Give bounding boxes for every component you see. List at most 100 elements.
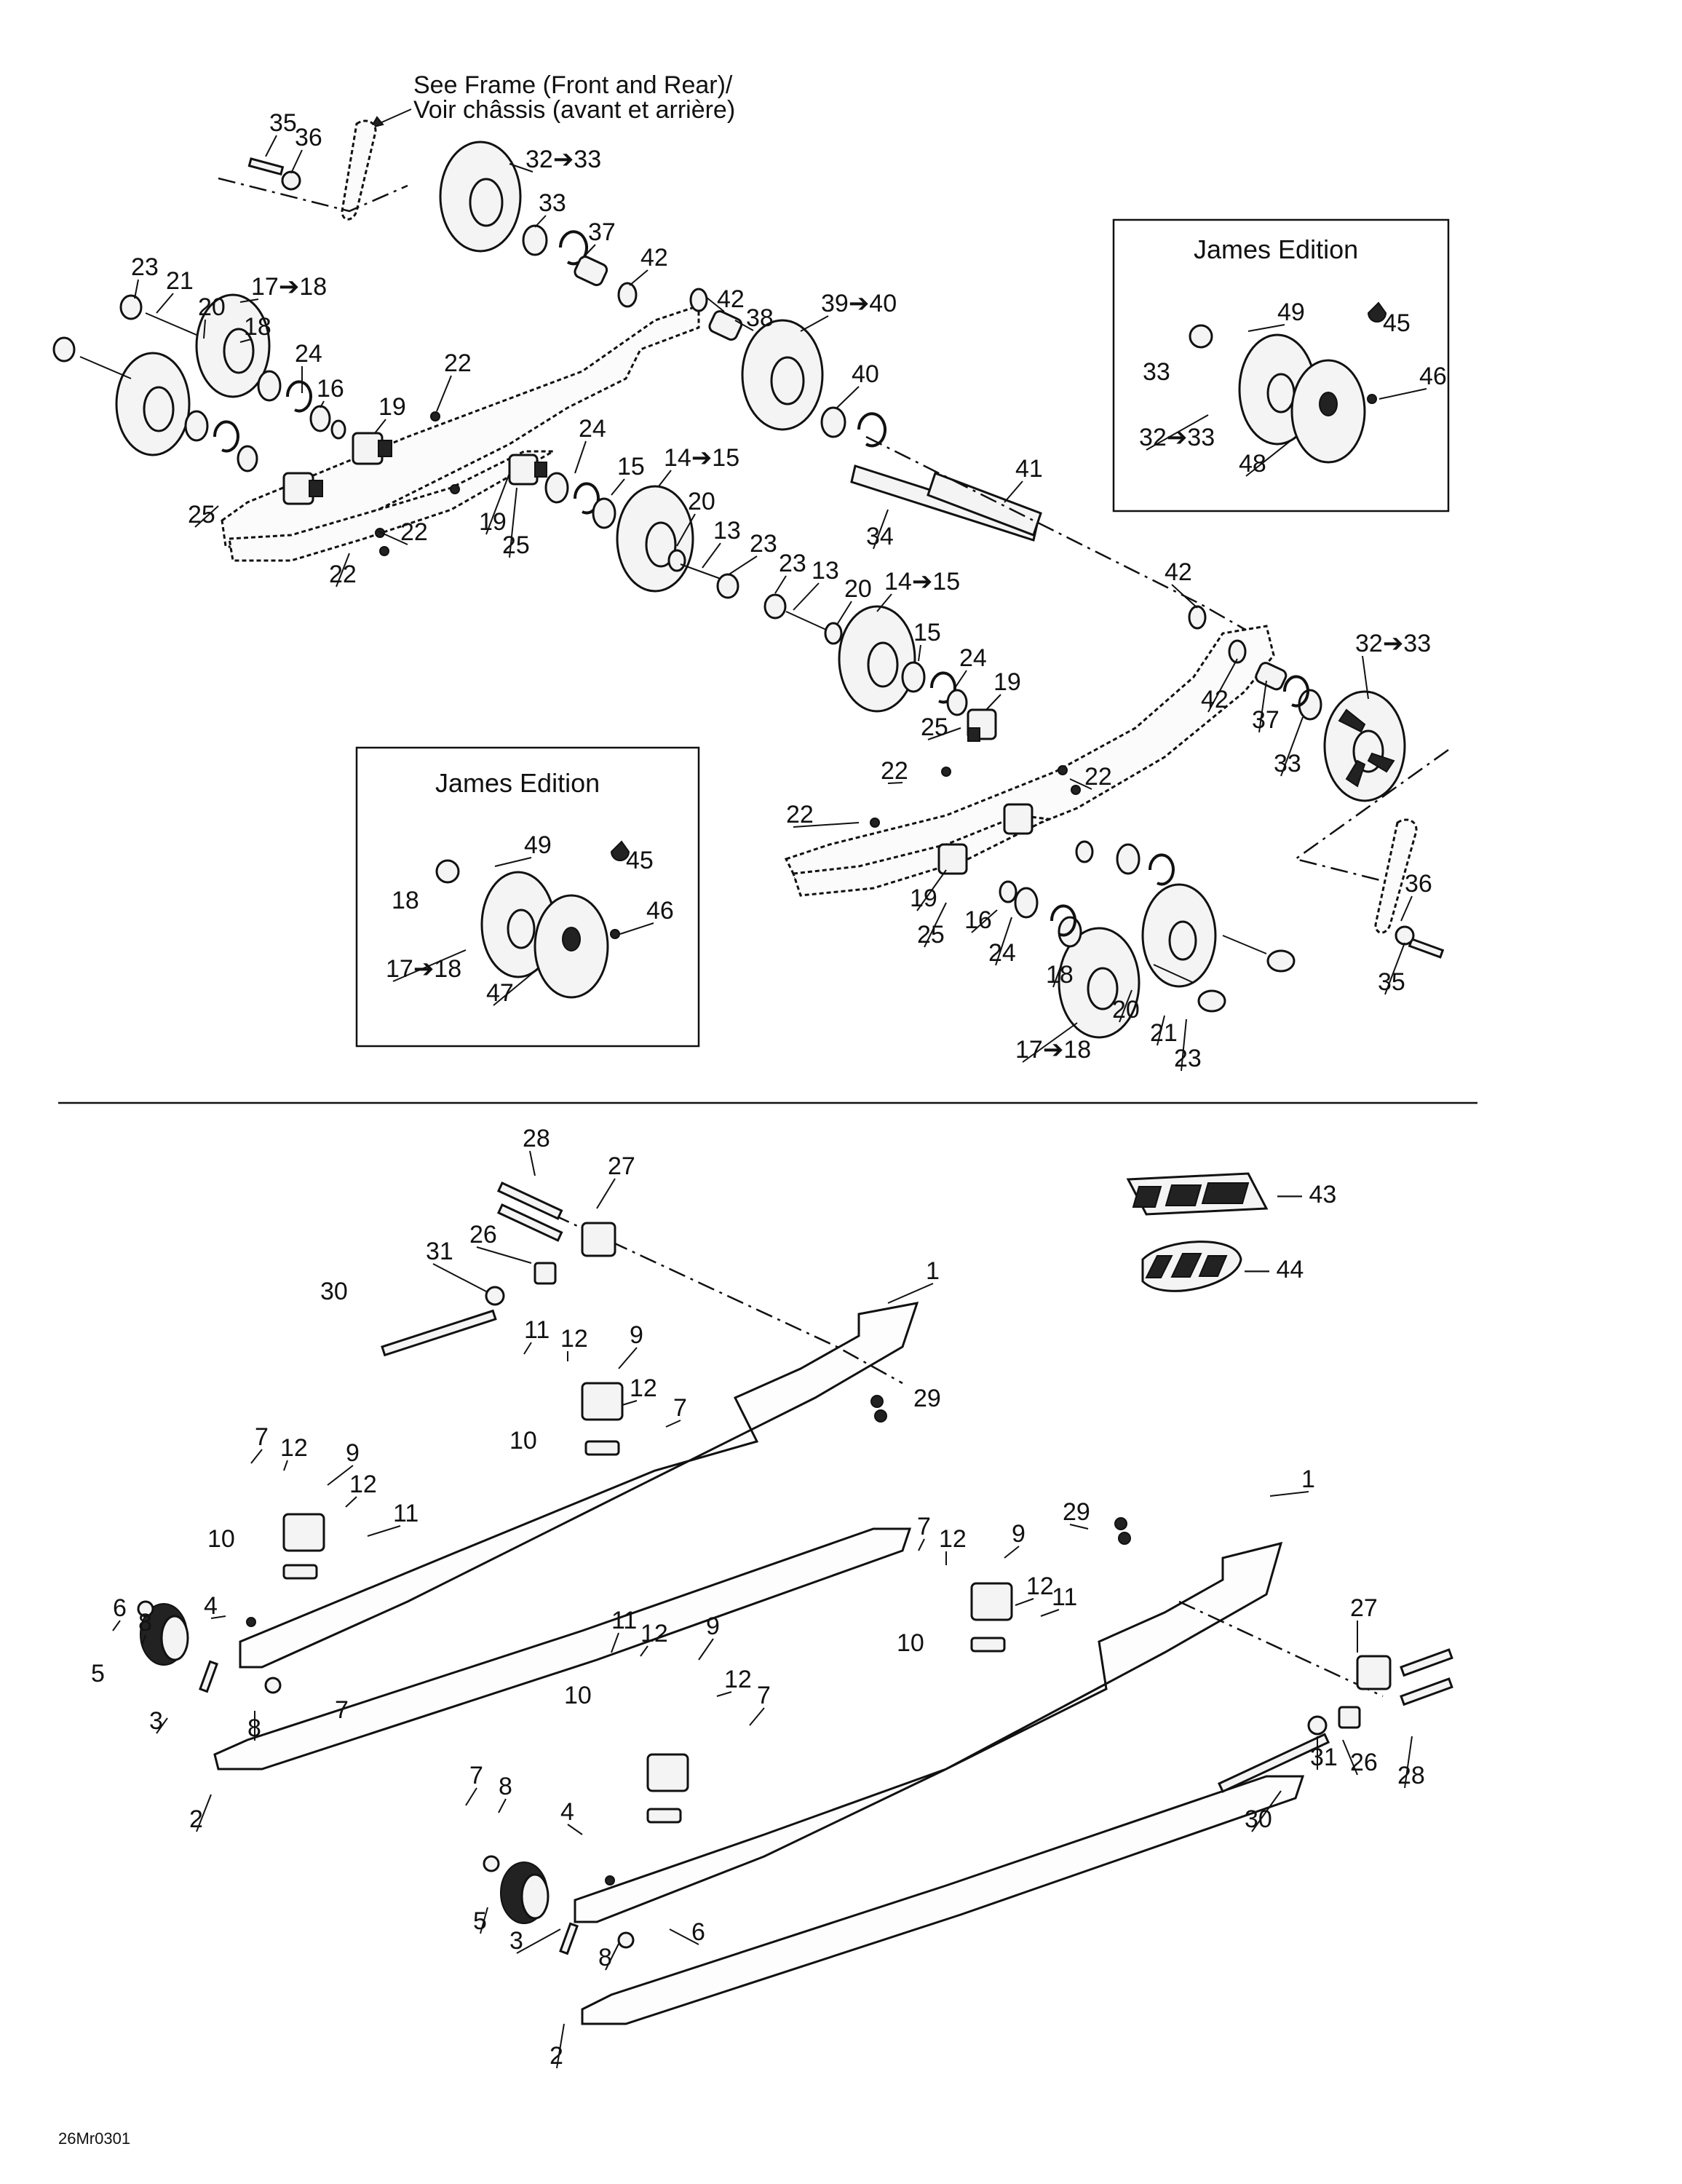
callout-upper-57: 36	[1405, 870, 1432, 898]
circlip-part	[559, 230, 588, 266]
washer-part	[999, 880, 1017, 903]
leader-line	[336, 553, 350, 587]
leader-line	[927, 727, 961, 740]
callout-lower-26: 2	[189, 1805, 203, 1833]
washer-part	[824, 622, 843, 645]
nut-part	[485, 1286, 505, 1306]
leader-line	[1040, 1609, 1060, 1617]
spacer-part	[708, 310, 743, 341]
axle-housing-bolt	[378, 440, 392, 457]
wheel-cap	[1197, 989, 1226, 1013]
bearing-part	[901, 661, 926, 693]
nut-part	[1058, 765, 1068, 775]
leader-line	[596, 1178, 616, 1209]
leader-line	[194, 505, 219, 528]
slide-rail-upper	[239, 1302, 919, 1669]
washer-part	[330, 419, 346, 440]
leader-line	[1119, 989, 1132, 1023]
leader-line	[1181, 1018, 1187, 1072]
leader-line	[1269, 1491, 1309, 1497]
idler-wheel-hub	[770, 356, 805, 405]
bearing-part	[544, 472, 569, 504]
slider-insert	[584, 1440, 620, 1456]
leader-line	[702, 542, 721, 569]
washer-part	[237, 445, 258, 472]
callout-upper-17: 24	[295, 340, 322, 368]
leader-line	[582, 244, 596, 259]
bearing-part	[184, 410, 209, 442]
callout-upper-56: 23	[1174, 1045, 1202, 1072]
leader-line	[1362, 655, 1369, 700]
axle-housing-bolt	[967, 727, 980, 742]
callout-upper-24: 19	[479, 508, 507, 536]
bumper-wheel-rim	[160, 1615, 189, 1661]
callout-upper-11: 34	[866, 523, 894, 550]
leader-line	[523, 1342, 532, 1355]
logo-callout-44: — 44	[1245, 1256, 1304, 1283]
callout-lower-18: 10	[207, 1525, 235, 1553]
idler-wheel-hub	[469, 178, 504, 227]
long-bolt	[381, 1309, 497, 1357]
callout-upper-51: 24	[988, 939, 1016, 967]
callout-lower-0: 28	[523, 1125, 550, 1152]
logo-callout-43: — 43	[1277, 1181, 1336, 1208]
leader-line	[954, 670, 967, 689]
callout-lower-49: 5	[473, 1907, 487, 1935]
leader-line	[480, 1907, 488, 1934]
callout-upper-44: 33	[1274, 750, 1301, 778]
bolt-part	[199, 1660, 219, 1693]
washer-part	[946, 689, 968, 716]
callout-lower-11: 1	[926, 1257, 940, 1285]
bolt-line	[1222, 935, 1267, 954]
leader-line	[1378, 388, 1427, 400]
callout-upper-26: 24	[579, 415, 606, 443]
leader-line	[203, 319, 206, 339]
callout-lower-8: 12	[630, 1374, 657, 1402]
callout-lower-17: 11	[393, 1500, 418, 1527]
slider-insert	[282, 1564, 318, 1580]
callout-lower-9: 7	[673, 1394, 687, 1422]
callout-inset-left-3: 46	[646, 897, 674, 925]
bearing-part	[820, 406, 846, 438]
callout-upper-52: 18	[1046, 961, 1074, 989]
callout-lower-28: 29	[1063, 1498, 1090, 1526]
slider-block	[646, 1753, 689, 1792]
spacer-part	[1338, 1706, 1361, 1729]
bearing-part	[1014, 887, 1039, 919]
nut-part	[1118, 1532, 1131, 1545]
nut-part	[870, 818, 880, 828]
callout-lower-16: 12	[349, 1471, 377, 1498]
leader-line	[1280, 716, 1304, 777]
leader-line	[734, 320, 754, 331]
leader-line	[971, 909, 998, 933]
frame-reference-arrow	[378, 108, 412, 124]
leader-line	[793, 822, 860, 828]
washer-part	[617, 1931, 635, 1949]
nut-part	[450, 484, 460, 494]
leader-line	[239, 339, 252, 343]
leader-line	[1258, 680, 1267, 733]
idler-wheel-hub	[1168, 920, 1197, 961]
leader-line	[774, 575, 787, 594]
leader-line	[658, 470, 672, 487]
callout-lower-33: 11	[1052, 1583, 1077, 1611]
spacer-part	[1255, 662, 1288, 691]
leader-line	[727, 555, 758, 576]
leader-line	[156, 293, 174, 314]
callout-lower-22: 5	[91, 1660, 105, 1688]
callout-upper-22: 22	[400, 518, 428, 546]
callout-lower-44: 28	[1397, 1762, 1425, 1789]
arrow-head	[369, 116, 384, 129]
leader-line	[887, 1283, 934, 1304]
leader-line	[1052, 960, 1063, 988]
leader-line	[876, 593, 892, 612]
callout-upper-14: 20	[198, 293, 226, 321]
stopper-block	[581, 1222, 616, 1257]
callout-upper-29: 20	[688, 488, 715, 515]
callout-upper-15: 17➔18	[251, 273, 327, 301]
callout-lower-15: 9	[346, 1439, 360, 1467]
leader-line	[1146, 414, 1209, 451]
leader-line	[250, 1449, 263, 1464]
bolt-line	[785, 611, 827, 630]
bearing-part	[257, 370, 282, 402]
